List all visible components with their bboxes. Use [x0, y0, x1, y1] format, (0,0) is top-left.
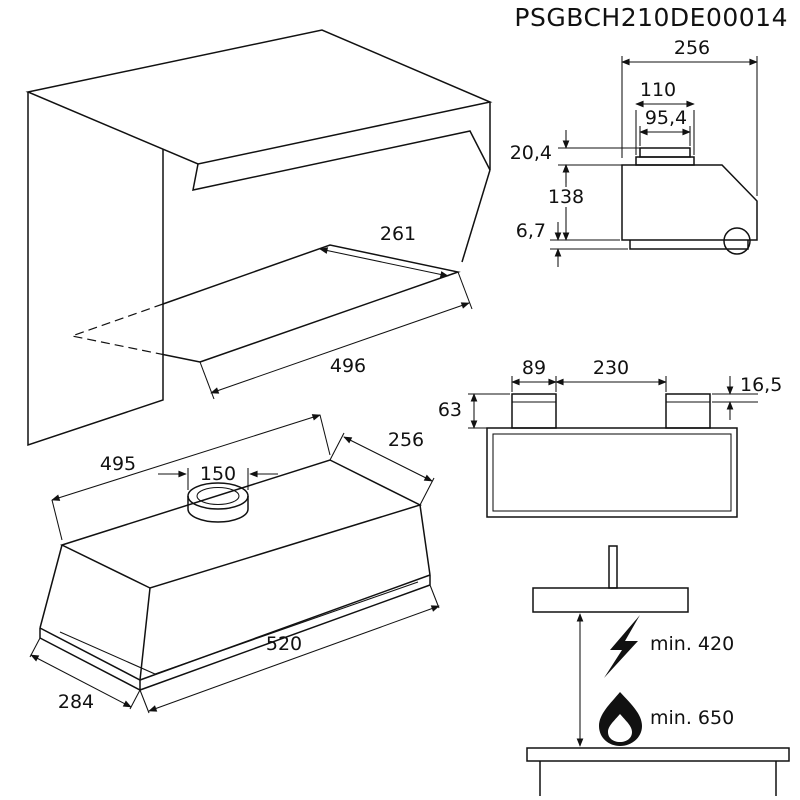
dim-bracket-gap: 230: [555, 357, 667, 386]
cooktop-slab: [526, 747, 790, 762]
dim-label-495: 495: [100, 453, 136, 475]
cabinet-left-panel: [27, 92, 164, 447]
cutout-front-left-edge: [162, 353, 201, 363]
dim-collar-height: 20,4: [510, 130, 640, 183]
dim-label-16-5: 16,5: [740, 374, 782, 396]
electric-clearance-label: min. 420: [650, 633, 734, 655]
bottom-rim-lower: [39, 575, 431, 691]
clearance-view: min. 420 min. 650: [526, 545, 790, 796]
niche-right-wall: [461, 169, 491, 263]
dim-label-110: 110: [640, 79, 676, 101]
dim-label-63: 63: [438, 399, 462, 421]
gas-clearance-label: min. 650: [650, 707, 734, 729]
hood-side-view: 256 110 95,4 20,4 138: [510, 37, 758, 267]
base-cabinet-sides: [539, 761, 777, 796]
dim-lip-offset: 16,5: [712, 374, 782, 420]
bottom-rim-upper: [39, 574, 431, 681]
dim-bracket-height: 63: [438, 393, 510, 429]
niche-ceiling-edge: [192, 130, 491, 191]
dim-top-width: 495: [51, 414, 331, 541]
dim-cutout-depth: 261: [319, 223, 449, 278]
dim-label-20-4: 20,4: [510, 142, 552, 164]
duct-flange: [635, 156, 695, 166]
dim-label-256-hood: 256: [388, 429, 424, 451]
dim-label-284: 284: [58, 691, 94, 713]
hood-isometric-view: 150 495 256 520 284: [29, 414, 440, 714]
dim-duct-width: 95,4: [639, 107, 691, 146]
model-number: PSGBCH210DE00014: [514, 3, 788, 32]
cutout-hidden-edges: [69, 303, 164, 356]
right-bracket: [665, 393, 711, 429]
hood-front-view: 89 230 63 16,5: [438, 357, 782, 518]
dim-label-520: 520: [266, 633, 302, 655]
front-body-inner: [492, 433, 732, 512]
dim-label-261: 261: [380, 223, 416, 245]
dim-cutout-width: 496: [199, 271, 473, 400]
lightning-icon: [604, 615, 640, 678]
cutout-visible-edges: [162, 244, 461, 363]
side-bottom-lip: [629, 240, 749, 250]
dim-bottom-width: 520: [139, 584, 440, 714]
clearance-hood-body: [532, 587, 689, 613]
dim-top-depth: 256: [329, 429, 435, 506]
dim-label-89: 89: [522, 357, 546, 379]
duct-collar: [639, 147, 691, 158]
left-bracket: [511, 393, 557, 429]
filter-panel-inset: [59, 581, 419, 675]
dim-side-depth: 256: [621, 37, 758, 196]
dim-label-150: 150: [200, 463, 236, 485]
dim-body-height: 138: [546, 164, 586, 241]
cabinet-cutout-view: 261 496: [25, 29, 493, 447]
hood-top-deck: [59, 459, 423, 589]
dim-label-6-7: 6,7: [516, 220, 546, 242]
dim-bracket-width: 89: [511, 357, 667, 392]
dim-label-230: 230: [593, 357, 629, 379]
front-body-outer: [486, 427, 738, 518]
canopy-edges: [39, 504, 431, 681]
dim-label-138: 138: [548, 186, 584, 208]
dim-bottom-depth: 284: [29, 637, 141, 713]
dim-label-496: 496: [330, 355, 366, 377]
cabinet-top-face: [25, 29, 493, 165]
dim-lip-height: 6,7: [516, 220, 628, 267]
flame-icon: [599, 692, 642, 746]
dim-label-95-4: 95,4: [645, 107, 687, 129]
dim-duct-diameter: 150: [158, 463, 278, 490]
blower-wheel: [723, 227, 751, 255]
dim-label-256-side: 256: [674, 37, 710, 59]
dim-flange-width: 110: [635, 79, 695, 155]
clearance-duct: [608, 545, 618, 589]
side-body-outline: [621, 164, 758, 241]
